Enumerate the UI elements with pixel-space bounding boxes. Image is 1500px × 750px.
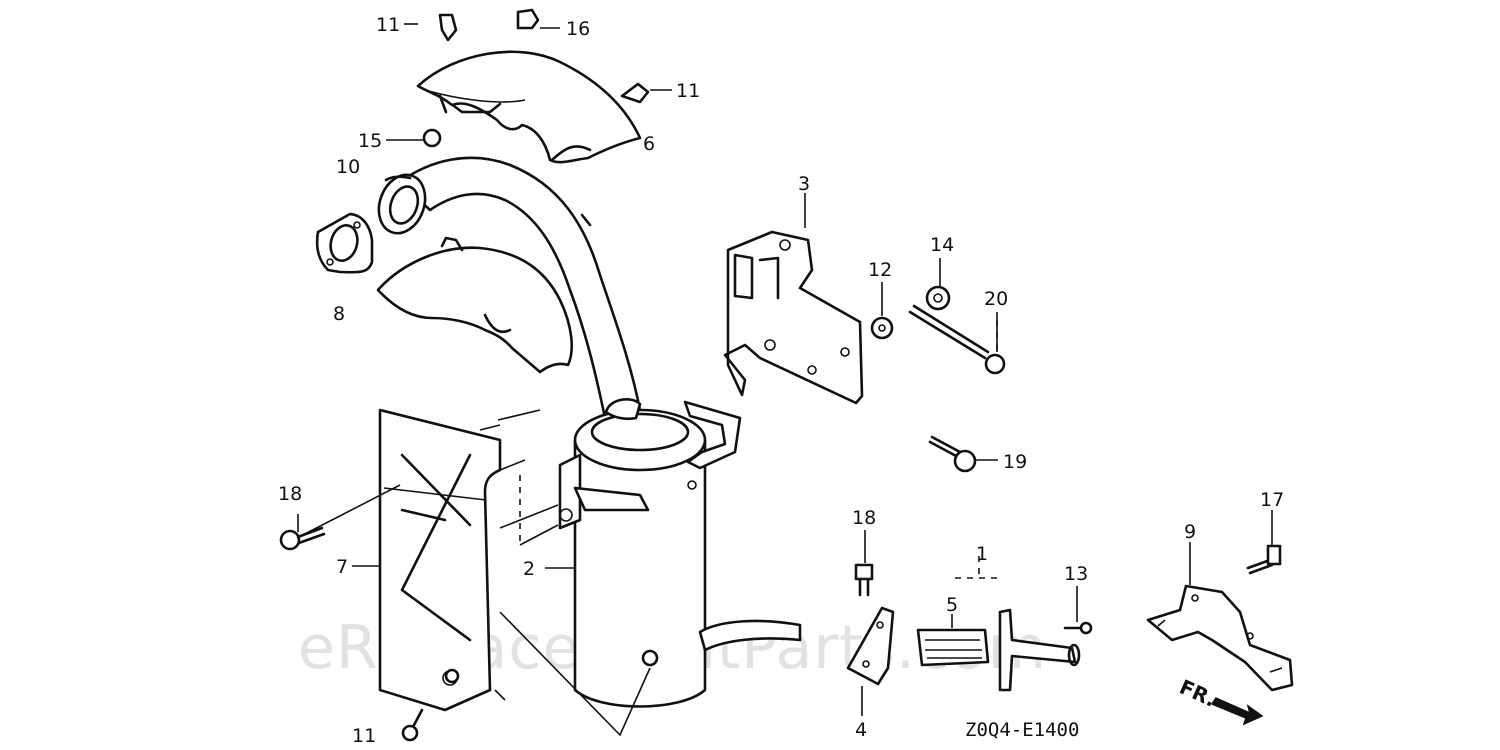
screw-11-top[interactable] xyxy=(438,13,458,42)
bolt-18-left[interactable] xyxy=(279,526,326,551)
stay-bracket[interactable] xyxy=(1146,584,1294,692)
callout-11-right: 11 xyxy=(676,80,700,102)
spark-arrester-screen[interactable] xyxy=(916,628,990,667)
bolt-19[interactable] xyxy=(928,435,977,473)
callout-17: 17 xyxy=(1260,489,1284,511)
callout-4: 4 xyxy=(855,719,867,741)
callout-3: 3 xyxy=(798,173,810,195)
screw-13[interactable] xyxy=(1063,621,1093,635)
callout-14: 14 xyxy=(930,234,954,256)
direction-label: FR. xyxy=(1176,675,1220,712)
callout-12: 12 xyxy=(868,259,892,281)
callout-20: 20 xyxy=(984,288,1008,310)
callout-13: 13 xyxy=(1064,563,1088,585)
gasket[interactable] xyxy=(315,212,374,274)
front-direction-indicator: FR. xyxy=(1176,675,1264,726)
callout-15: 15 xyxy=(358,130,382,152)
callout-11-bottom: 11 xyxy=(352,725,376,747)
callout-16: 16 xyxy=(566,18,590,40)
callout-1: 1 xyxy=(976,543,988,565)
callout-11-top: 11 xyxy=(376,14,400,36)
nut-16[interactable] xyxy=(516,8,540,30)
nut-14[interactable] xyxy=(925,285,951,311)
muffler[interactable] xyxy=(558,398,802,708)
muffler-protector[interactable] xyxy=(378,408,541,712)
bolt-20[interactable] xyxy=(908,304,1006,375)
callout-7: 7 xyxy=(336,556,348,578)
callout-18-left: 18 xyxy=(278,483,302,505)
nut-protector-bottom[interactable] xyxy=(444,668,460,684)
callout-18-right: 18 xyxy=(852,507,876,529)
muffler-bracket[interactable] xyxy=(723,230,864,405)
bolt-17[interactable] xyxy=(1246,544,1282,575)
screw-11-bottom[interactable] xyxy=(401,708,424,742)
callout-5: 5 xyxy=(946,594,958,616)
callout-8: 8 xyxy=(333,303,345,325)
tail-pipe-gasket[interactable] xyxy=(846,606,895,686)
callout-19: 19 xyxy=(1003,451,1027,473)
tail-pipe[interactable] xyxy=(998,608,1081,692)
front-arrow-icon xyxy=(1210,697,1264,726)
lower-pipe-shield[interactable] xyxy=(376,236,574,374)
callout-10: 10 xyxy=(336,156,360,178)
drawing-code: Z0Q4-E1400 xyxy=(965,719,1079,741)
callout-9: 9 xyxy=(1184,521,1196,543)
nut-muffler-bottom[interactable] xyxy=(641,649,659,667)
screw-11-right[interactable] xyxy=(620,82,650,104)
upper-heat-shield[interactable] xyxy=(416,50,642,164)
callout-6: 6 xyxy=(643,133,655,155)
bolt-18-right[interactable] xyxy=(854,563,874,597)
callout-2: 2 xyxy=(523,558,535,580)
nut-15[interactable] xyxy=(422,128,442,148)
collar-12[interactable] xyxy=(870,316,894,340)
leader-lines xyxy=(296,23,1273,737)
